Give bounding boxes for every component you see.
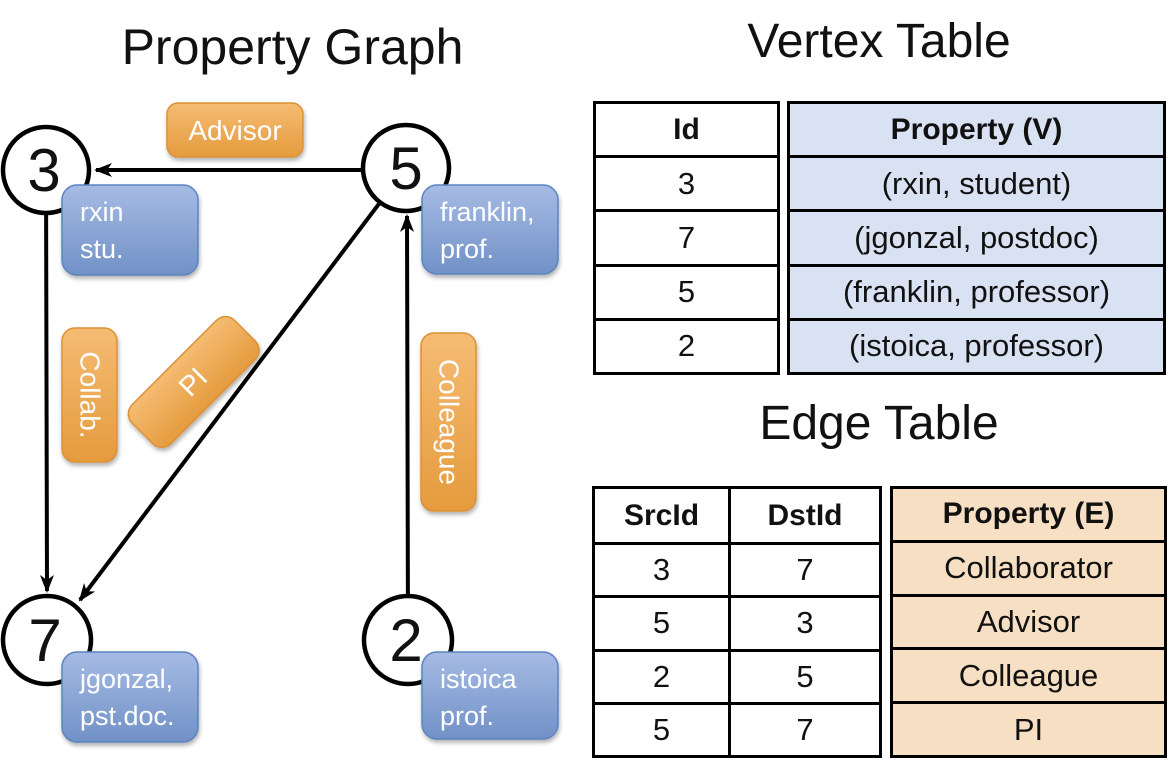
table-cell: (jgonzal, postdoc) [790, 209, 1163, 263]
node-5-property-box [421, 184, 559, 275]
edge-3-7 [39, 169, 54, 593]
edge-5-7 [78, 166, 408, 602]
edge-label-pi-box [127, 315, 260, 449]
node-7-property-line2: pst.doc. [80, 701, 175, 731]
node-7-property-line1: jgonzal, [79, 664, 173, 694]
edge-label-colleague: Colleague [434, 359, 465, 485]
table-cell: 7 [728, 542, 879, 596]
vertex-table-id-column: Id 3 7 5 2 [593, 101, 780, 375]
edge-2-5 [400, 214, 415, 641]
edge-label-collab-box [61, 327, 118, 463]
table-cell: PI [893, 701, 1164, 755]
table-cell: 7 [596, 209, 777, 263]
node-5-property-line2: prof. [440, 234, 494, 264]
table-cell: (rxin, student) [790, 155, 1163, 209]
node-3-id: 3 [27, 137, 60, 204]
table-cell: 3 [728, 595, 879, 649]
node-7-id: 7 [28, 607, 61, 674]
edge-table-id-columns: SrcId DstId 3 7 5 3 2 5 5 7 [592, 486, 882, 758]
node-2-property-line1: istoica [440, 664, 518, 694]
vertex-id-header: Id [673, 112, 700, 146]
node-7-property-box [61, 651, 199, 743]
table-cell: 3 [595, 542, 728, 595]
node-2-id: 2 [389, 607, 422, 674]
edge-label-colleague-box [420, 332, 477, 512]
vertex-property-header: Property (V) [890, 112, 1063, 146]
node-3-property-line1: rxin [80, 197, 124, 227]
table-cell: 5 [595, 595, 728, 648]
edge-property-header: Property (E) [942, 497, 1115, 531]
property-graph-diagram: 3 5 7 2 Advisor Collab. PI Colleague rxi… [0, 102, 559, 743]
node-3-property-line2: stu. [80, 234, 124, 264]
vertex-table-property-column: Property (V) (rxin, student) (jgonzal, p… [787, 101, 1166, 375]
table-cell: 5 [595, 701, 728, 755]
edge-label-advisor: Advisor [188, 115, 281, 146]
vertex-table-title: Vertex Table [747, 15, 1011, 68]
table-cell: 2 [596, 317, 777, 372]
table-cell: Advisor [893, 593, 1164, 648]
table-cell: 3 [596, 155, 777, 209]
node-3-property-box [61, 184, 199, 276]
table-cell: (franklin, professor) [790, 263, 1163, 318]
node-5-id: 5 [389, 135, 422, 202]
edge-dstid-header: DstId [728, 489, 879, 543]
table-cell: 5 [596, 263, 777, 318]
edge-srcid-header: SrcId [623, 498, 700, 532]
table-cell: Collaborator [893, 539, 1164, 594]
edge-label-advisor-box [166, 102, 304, 158]
table-cell: 5 [728, 648, 879, 702]
table-cell: 7 [728, 701, 879, 755]
edge-table-property-column: Property (E) Collaborator Advisor Collea… [890, 486, 1167, 758]
edge-label-collab: Collab. [75, 351, 106, 438]
table-cell: 2 [595, 648, 728, 702]
table-cell: Colleague [893, 647, 1164, 701]
node-2-property-box [421, 651, 559, 740]
property-graph-title: Property Graph [121, 19, 464, 75]
table-cell: (istoica, professor) [790, 317, 1163, 372]
node-2-property-line2: prof. [440, 701, 494, 731]
node-5-property-line1: franklin, [440, 197, 535, 227]
edge-table-title: Edge Table [759, 397, 999, 450]
